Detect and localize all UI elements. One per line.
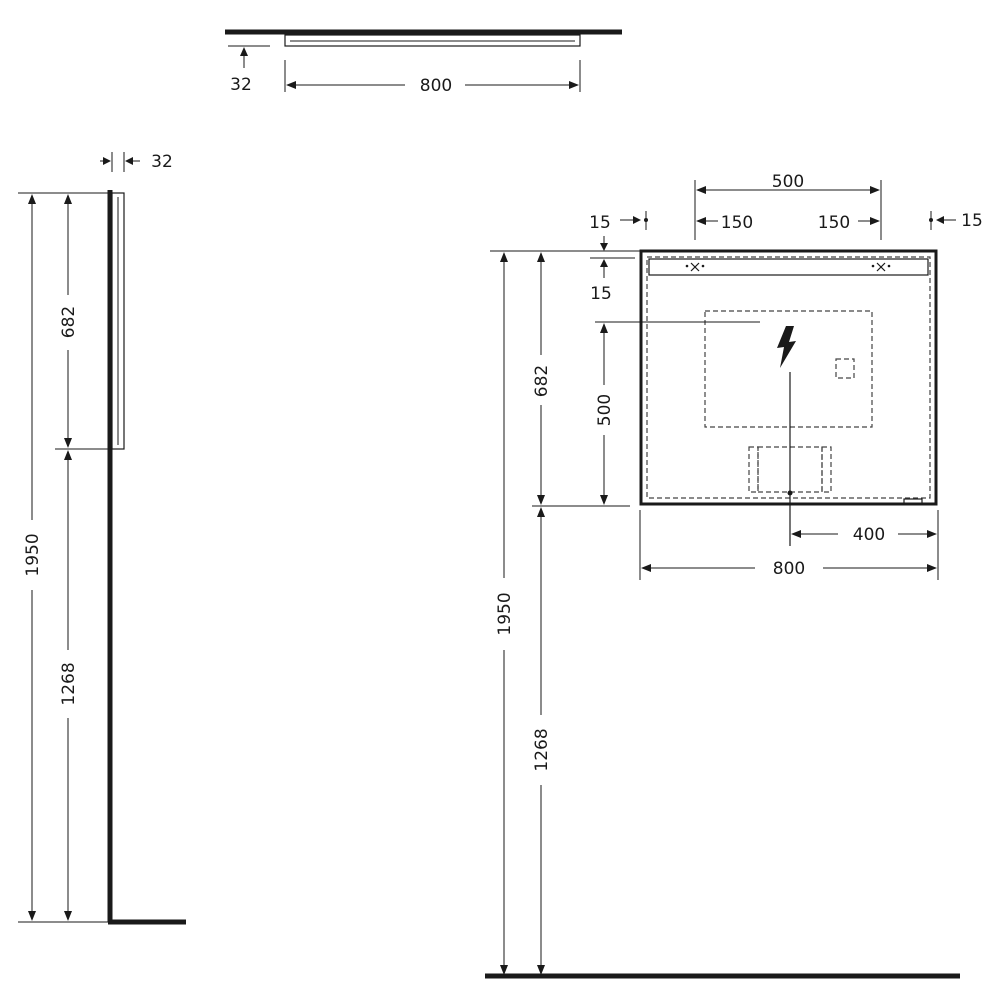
side-view: 32 1950 682 1268 [18, 152, 186, 925]
cross-mark-icon [685, 262, 705, 272]
mirror-light-border [646, 256, 931, 499]
lightning-bolt-icon [777, 326, 796, 368]
side-depth-label: 32 [151, 152, 173, 172]
side-lower-height-label: 1268 [59, 662, 79, 705]
front-top-margin-label: 15 [590, 284, 612, 304]
front-view: 500 150 150 15 15 15 [485, 172, 983, 979]
front-right-margin-label: 15 [961, 211, 983, 231]
front-left-offset-label: 150 [721, 213, 753, 233]
top-view: 32 800 [225, 29, 622, 96]
front-left-margin-label: 15 [589, 213, 611, 233]
front-total-height-label: 1950 [495, 592, 515, 635]
mirror-top-profile [284, 34, 581, 47]
mounting-rail [648, 258, 929, 276]
front-upper-height-label: 682 [532, 365, 552, 397]
front-fixing-span-label: 500 [772, 172, 804, 192]
socket-box [835, 358, 855, 379]
side-upper-height-label: 682 [59, 306, 79, 338]
cross-mark-icon [871, 262, 891, 272]
top-depth-label: 32 [230, 75, 252, 95]
front-lower-height-label: 1268 [532, 728, 552, 771]
front-socket-offset-label: 400 [853, 525, 885, 545]
top-width-label: 800 [420, 76, 452, 96]
mirror-front-frame [639, 249, 938, 506]
socket-zone [704, 310, 873, 428]
front-width-label: 800 [773, 559, 805, 579]
front-socket-zone-height-label: 500 [595, 394, 615, 426]
mirror-side-profile [111, 192, 125, 450]
front-right-offset-label: 150 [818, 213, 850, 233]
side-total-height-label: 1950 [23, 533, 43, 576]
